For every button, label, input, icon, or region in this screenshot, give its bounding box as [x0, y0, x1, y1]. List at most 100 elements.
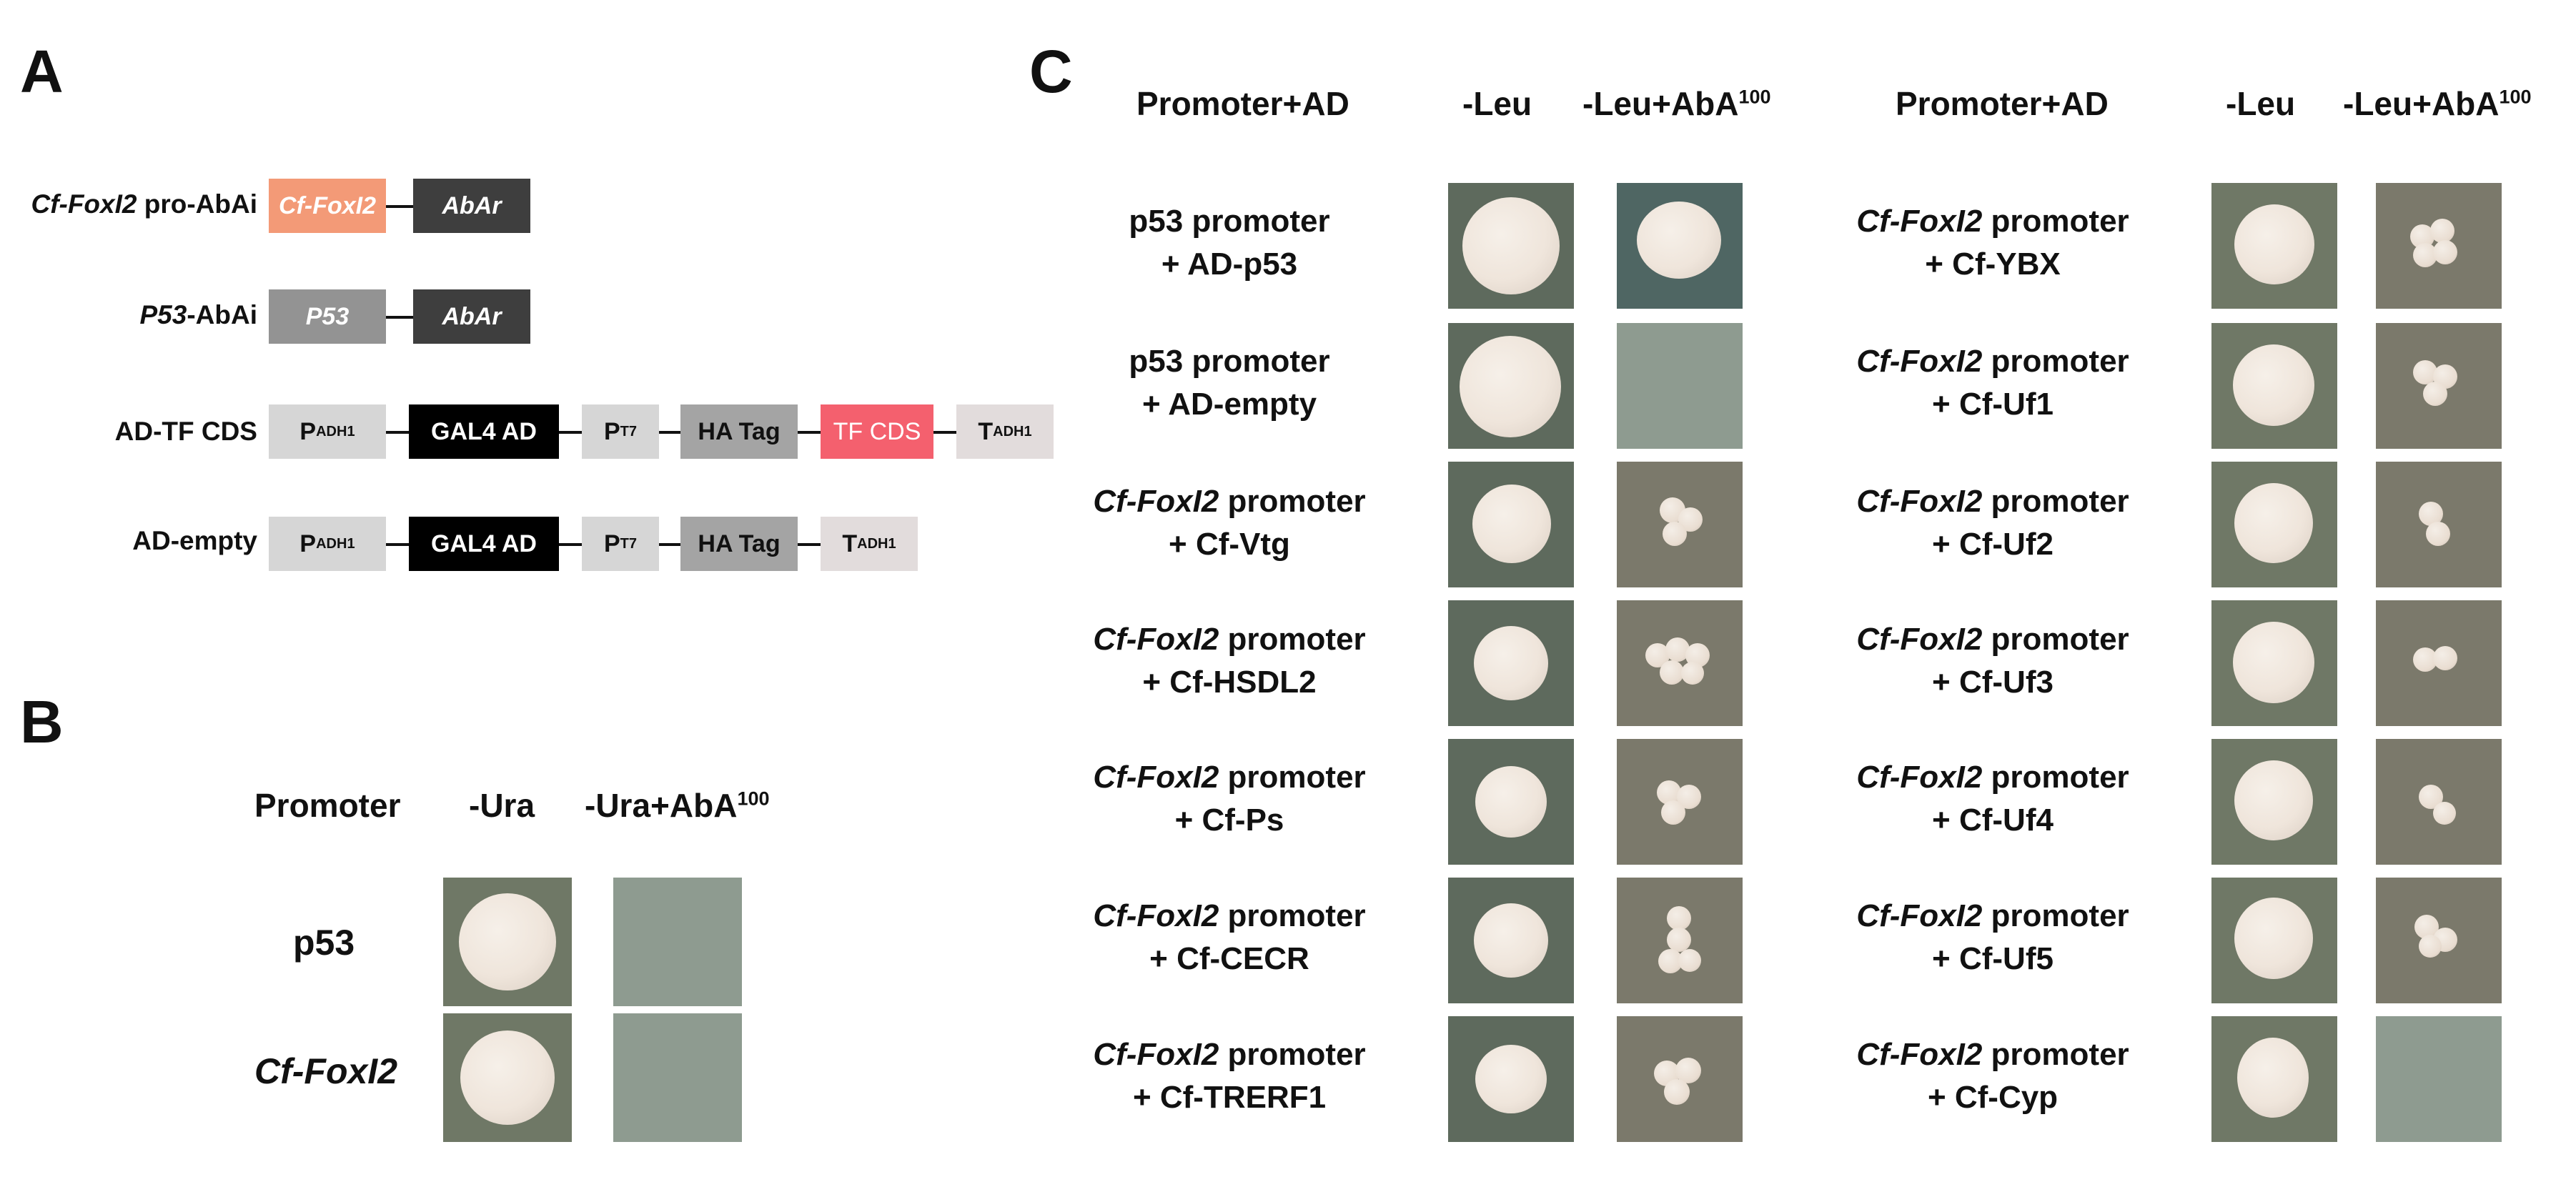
panel-b-header-promoter: Promoter	[254, 787, 401, 824]
element-p53: P53	[269, 289, 386, 344]
plate-spot	[2211, 878, 2337, 1003]
connector	[386, 431, 409, 434]
element-ha-tag: HA Tag	[680, 404, 798, 459]
colony	[1667, 928, 1691, 952]
condition-label: Cf-FoxI2 promoter+ Cf-Cyp	[1856, 1037, 2129, 1115]
connector	[386, 543, 409, 546]
colony	[460, 1030, 555, 1125]
colony	[2234, 483, 2313, 563]
colony	[1460, 336, 1561, 437]
colony	[2419, 935, 2442, 958]
element-abar: AbAr	[413, 289, 530, 344]
plate-spot-empty	[2376, 1016, 2502, 1142]
construct-label-4: AD-empty	[132, 526, 257, 555]
plate-spot	[2376, 462, 2502, 587]
plate-spot	[1448, 878, 1574, 1003]
colony	[2233, 344, 2314, 426]
panel-c-header-leu-aba: -Leu+AbA100	[1582, 85, 1771, 122]
connector	[559, 543, 582, 546]
colony	[459, 893, 556, 990]
condition-label: p53 promoter+ AD-empty	[1129, 344, 1330, 422]
condition-label: Cf-FoxI2 promoter+ Cf-HSDL2	[1093, 622, 1366, 700]
plate-spot	[2211, 323, 2337, 449]
connector	[559, 431, 582, 434]
panel-c-header-promoter-ad: Promoter+AD	[1136, 85, 1349, 122]
plate-spot	[2211, 462, 2337, 587]
plate-spot-empty	[1617, 323, 1743, 449]
panel-b-header-ura-aba: -Ura+AbA100	[585, 787, 770, 824]
construct-label-3: AD-TF CDS	[114, 417, 257, 446]
condition-label: Cf-FoxI2 promoter+ Cf-TRERF1	[1093, 1037, 1366, 1115]
plate-spot	[1617, 878, 1743, 1003]
plate-spot	[443, 1013, 572, 1142]
colony	[2433, 802, 2456, 825]
plate-spot	[1448, 1016, 1574, 1142]
plate-spot-empty	[613, 1013, 742, 1142]
element-gal4-ad: GAL4 AD	[409, 517, 559, 571]
colony	[1475, 1045, 1547, 1113]
colony	[1474, 626, 1548, 700]
connector	[933, 431, 956, 434]
construct-label-1: Cf-FoxI2 pro-AbAi	[31, 189, 257, 219]
panel-c-header-leu: -Leu	[1462, 85, 1532, 122]
colony	[2423, 382, 2447, 406]
panel-letter-c: C	[1029, 38, 1073, 105]
connector	[659, 431, 680, 434]
panel-b-header-ura: -Ura	[469, 787, 535, 824]
element-foxl2: Cf-FoxI2	[269, 179, 386, 233]
plate-spot-empty	[613, 878, 742, 1006]
colony	[2233, 622, 2314, 703]
colony	[2234, 760, 2313, 840]
colony	[2234, 898, 2313, 979]
colony	[2237, 1038, 2309, 1118]
plate-spot	[2376, 183, 2502, 309]
colony	[1462, 197, 1560, 294]
plate-spot	[1617, 1016, 1743, 1142]
colony	[1472, 485, 1551, 563]
connector	[659, 543, 680, 546]
condition-label: Cf-FoxI2 promoter+ Cf-Ps	[1093, 760, 1366, 838]
plate-spot	[1617, 183, 1743, 309]
panel-c-header-promoter-ad: Promoter+AD	[1896, 85, 2109, 122]
panel-letter-a: A	[20, 38, 64, 105]
plate-spot	[443, 878, 572, 1006]
panel-c-header-leu: -Leu	[2226, 85, 2296, 122]
condition-label: p53 promoter+ AD-p53	[1129, 204, 1330, 282]
construct-label-2: P53-AbAi	[139, 300, 258, 329]
plate-spot	[2376, 323, 2502, 449]
plate-spot	[1448, 462, 1574, 587]
plate-spot	[2211, 1016, 2337, 1142]
panel-b-row-label: Cf-FoxI2	[254, 1051, 397, 1091]
plate-spot	[2211, 739, 2337, 865]
plate-spot	[1617, 600, 1743, 726]
condition-label: Cf-FoxI2 promoter+ Cf-Uf4	[1856, 760, 2129, 838]
condition-label: Cf-FoxI2 promoter+ Cf-Uf5	[1856, 898, 2129, 976]
plate-spot	[1448, 323, 1574, 449]
colony	[1681, 662, 1704, 685]
element-tf-cds: TF CDS	[821, 404, 933, 459]
colony	[1664, 1079, 1690, 1105]
plate-spot	[1448, 183, 1574, 309]
plate-spot	[2376, 739, 2502, 865]
element-gal4-ad: GAL4 AD	[409, 404, 559, 459]
plate-spot	[1617, 739, 1743, 865]
connector	[386, 205, 413, 208]
colony	[1474, 903, 1548, 978]
plate-spot	[2211, 600, 2337, 726]
colony	[1637, 202, 1721, 279]
colony	[1667, 906, 1691, 930]
colony	[2433, 646, 2457, 670]
plate-spot	[1448, 600, 1574, 726]
panel-letter-b: B	[20, 688, 64, 755]
panel-c-header-leu-aba: -Leu+AbA100	[2343, 85, 2532, 122]
condition-label: Cf-FoxI2 promoter+ Cf-Vtg	[1093, 484, 1366, 562]
colony	[2433, 240, 2457, 264]
colony	[1678, 949, 1701, 972]
plate-spot	[2211, 183, 2337, 309]
condition-label: Cf-FoxI2 promoter+ Cf-CECR	[1093, 898, 1366, 976]
connector	[386, 316, 413, 319]
condition-label: Cf-FoxI2 promoter+ Cf-YBX	[1856, 204, 2129, 282]
